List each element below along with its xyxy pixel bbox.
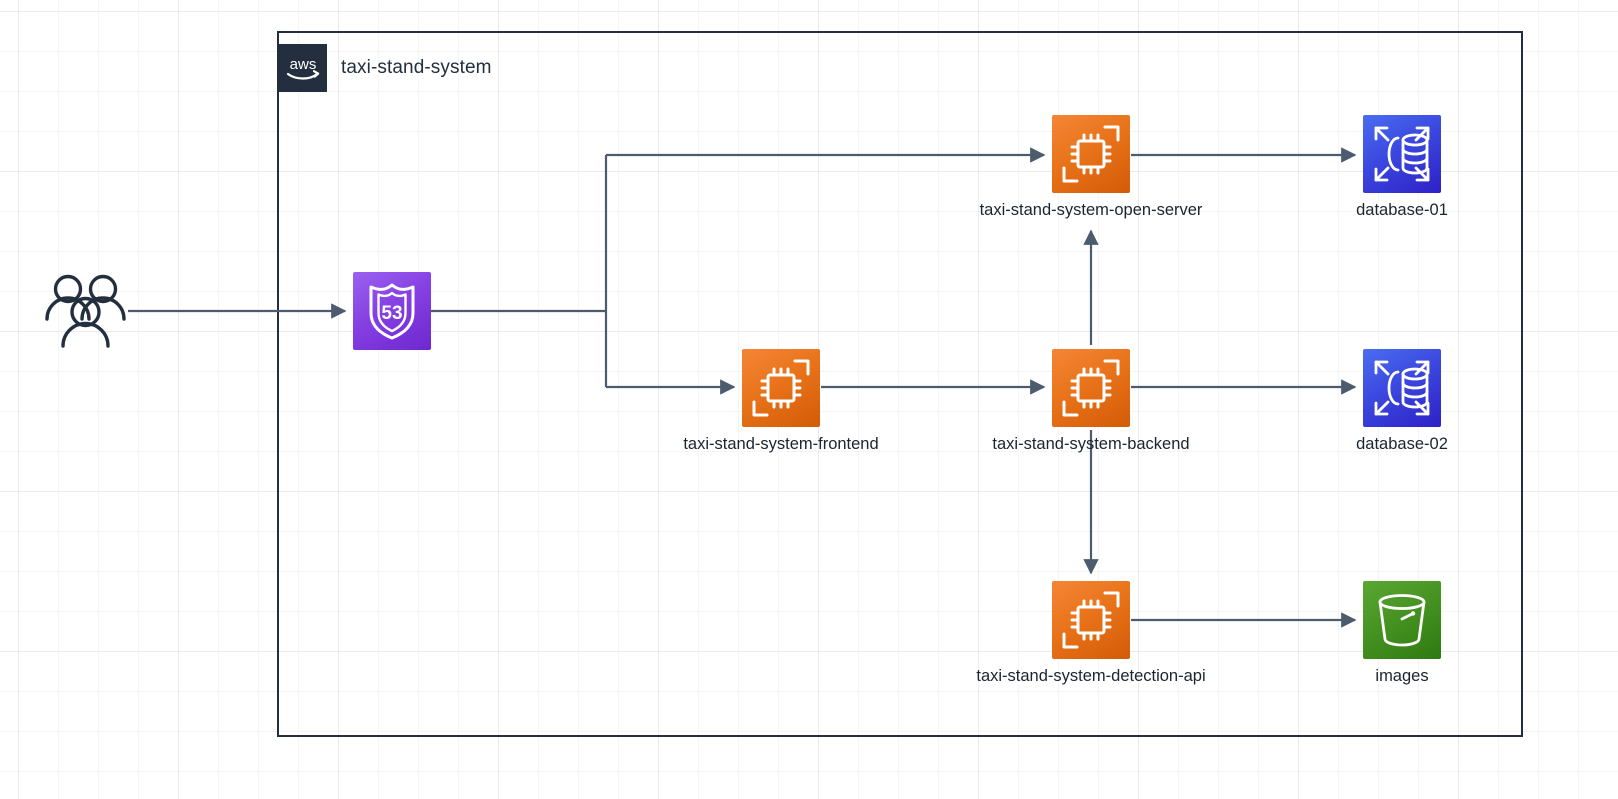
node-database-01[interactable]: database-01 bbox=[1356, 115, 1448, 219]
node-detection-api[interactable]: taxi-stand-system-detection-api bbox=[976, 581, 1206, 685]
node-images[interactable]: images bbox=[1363, 581, 1441, 685]
node-label: database-02 bbox=[1356, 435, 1448, 453]
ec2-icon bbox=[742, 349, 820, 427]
users-icon bbox=[45, 274, 126, 348]
node-label: taxi-stand-system-frontend bbox=[683, 435, 879, 453]
node-database-02[interactable]: database-02 bbox=[1356, 349, 1448, 453]
svg-text:aws: aws bbox=[290, 56, 317, 73]
database-icon bbox=[1363, 115, 1441, 193]
ec2-icon bbox=[1052, 349, 1130, 427]
node-label: images bbox=[1375, 667, 1429, 685]
s3-bucket-icon bbox=[1363, 581, 1441, 659]
node-label: taxi-stand-system-open-server bbox=[979, 201, 1203, 219]
ec2-icon bbox=[1052, 581, 1130, 659]
node-frontend[interactable]: taxi-stand-system-frontend bbox=[683, 349, 879, 453]
node-route53[interactable]: 53 bbox=[353, 272, 431, 350]
node-label: taxi-stand-system-backend bbox=[992, 435, 1190, 453]
node-open-server[interactable]: taxi-stand-system-open-server bbox=[980, 115, 1202, 219]
aws-logo-icon: aws bbox=[279, 44, 327, 92]
route53-icon: 53 bbox=[353, 272, 431, 350]
node-users[interactable] bbox=[44, 272, 128, 350]
database-icon bbox=[1363, 349, 1441, 427]
node-backend[interactable]: taxi-stand-system-backend bbox=[992, 349, 1190, 453]
group-title: taxi-stand-system bbox=[341, 57, 492, 78]
node-label: database-01 bbox=[1356, 201, 1448, 219]
aws-group-boundary bbox=[277, 31, 1523, 737]
ec2-icon bbox=[1052, 115, 1130, 193]
svg-text:53: 53 bbox=[381, 303, 402, 324]
node-label: taxi-stand-system-detection-api bbox=[976, 667, 1206, 685]
